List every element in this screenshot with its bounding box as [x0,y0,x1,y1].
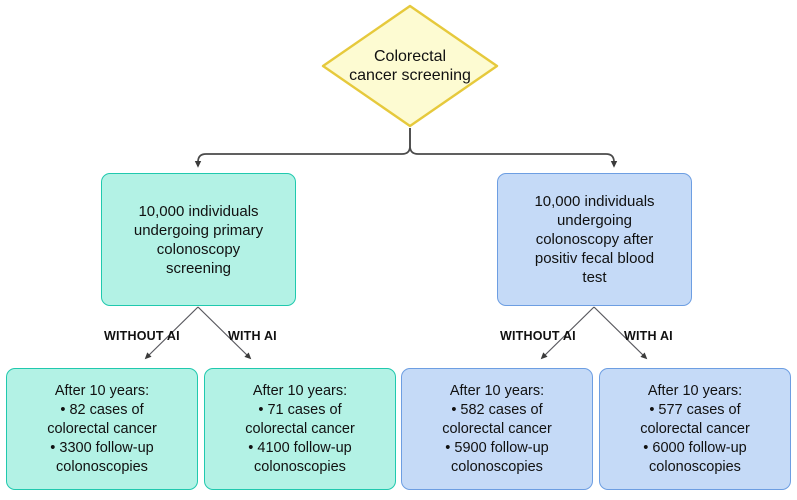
node-primary-colonoscopy[interactable]: 10,000 individuals undergoing primary co… [101,173,296,306]
node-outcome-primary-with-ai-label: After 10 years: • 71 cases of colorectal… [245,382,355,475]
edge-primary-with-ai [197,306,252,360]
edge-root-to-primary [194,128,411,168]
edge-root-to-fobt [409,128,618,168]
node-outcome-fobt-without-ai[interactable]: After 10 years: • 582 cases of colorecta… [401,368,593,490]
node-colonoscopy-after-fobt-label: 10,000 individuals undergoing colonoscop… [534,193,655,286]
node-outcome-primary-with-ai[interactable]: After 10 years: • 71 cases of colorectal… [204,368,396,490]
edge-label-fobt-with-ai: WITH AI [624,329,673,343]
edge-primary-without-ai [144,306,199,360]
node-root-label: Colorectal cancer screening [349,48,471,84]
edge-label-fobt-without-ai: WITHOUT AI [500,329,576,343]
node-colorectal-cancer-screening[interactable]: Colorectal cancer screening [320,3,500,129]
node-outcome-fobt-without-ai-label: After 10 years: • 582 cases of colorecta… [442,382,552,475]
node-outcome-fobt-with-ai[interactable]: After 10 years: • 577 cases of colorecta… [599,368,791,490]
edge-label-primary-without-ai: WITHOUT AI [104,329,180,343]
edge-label-primary-with-ai: WITH AI [228,329,277,343]
node-primary-colonoscopy-label: 10,000 individuals undergoing primary co… [133,202,264,277]
edge-fobt-without-ai [540,306,595,360]
edge-fobt-with-ai [593,306,648,360]
node-outcome-primary-without-ai-label: After 10 years: • 82 cases of colorectal… [47,382,157,475]
node-colonoscopy-after-fobt[interactable]: 10,000 individuals undergoing colonoscop… [497,173,692,306]
diamond-shape [321,4,499,128]
node-outcome-fobt-with-ai-label: After 10 years: • 577 cases of colorecta… [640,382,750,475]
node-outcome-primary-without-ai[interactable]: After 10 years: • 82 cases of colorectal… [6,368,198,490]
